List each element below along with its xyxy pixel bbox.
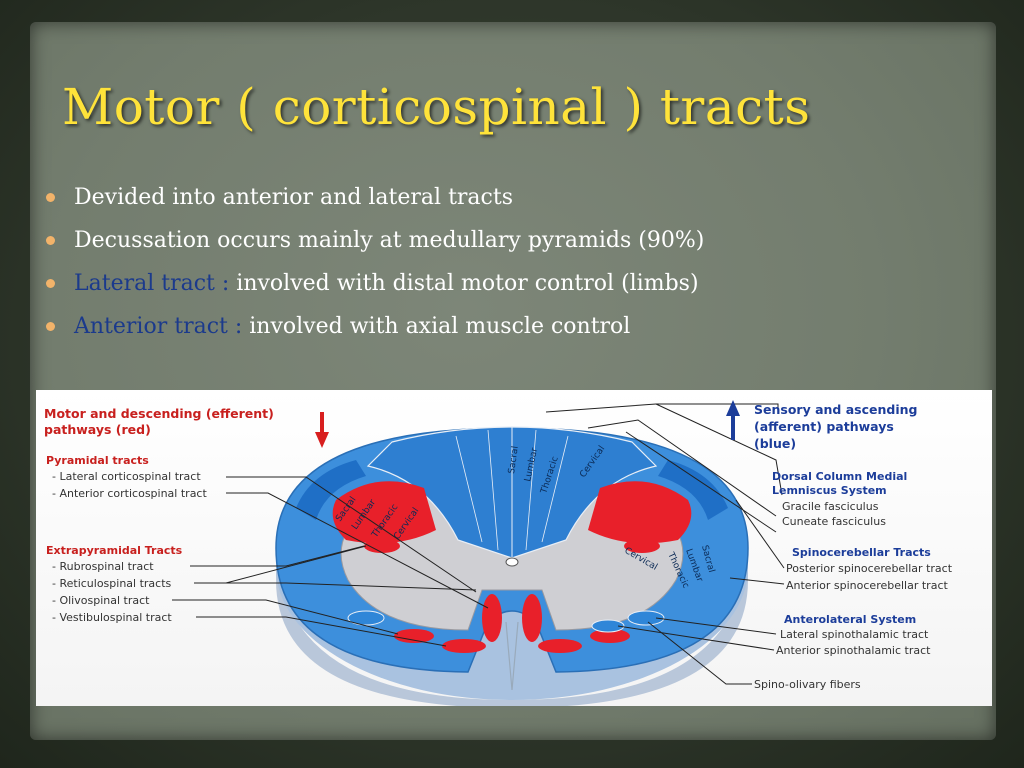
anterior-median-fissure (505, 621, 519, 691)
blue-up-arrow-icon (726, 400, 740, 440)
bullet-item: Decussation occurs mainly at medullary p… (46, 219, 704, 262)
anterolateral-heading: Anterolateral System (784, 613, 916, 626)
spinal-cord-figure: Sacral Lumbar Thoracic Cervical Sacral L… (36, 390, 992, 708)
dorsal-divider (487, 429, 499, 551)
spinocerebellar-heading: Spinocerebellar Tracts (792, 546, 931, 559)
pyramidal-item: - Lateral corticospinal tract (52, 470, 201, 483)
spinocerebellar-item: Anterior spinocerebellar tract (786, 579, 948, 592)
down-arrow-head (315, 432, 329, 448)
bullet-list: Devided into anterior and lateral tracts… (46, 176, 704, 348)
dorsal-column-heading-line2: Lemniscus System (772, 484, 887, 497)
vestibulospinal-tract-right (538, 639, 582, 653)
leader-line (172, 599, 399, 635)
anterior-spinothalamic-tract (591, 619, 625, 633)
anterior-corticospinal-tract-right (522, 594, 542, 642)
up-arrow-shaft (731, 416, 735, 440)
anterolateral-item: Anterior spinothalamic tract (776, 644, 931, 657)
spinal-cord-diagram: Sacral Lumbar Thoracic Cervical Sacral L… (36, 390, 992, 708)
pyramidal-item: - Anterior corticospinal tract (52, 487, 207, 500)
motor-heading-line2: pathways (red) (44, 422, 151, 437)
motor-labels: Motor and descending (efferent) pathways… (44, 406, 329, 624)
anterolateral-item: Lateral spinothalamic tract (780, 628, 929, 641)
central-canal (505, 557, 519, 567)
dorsal-column-heading-line1: Dorsal Column Medial (772, 470, 907, 483)
leader-line (647, 621, 752, 685)
bullet-highlight: Anterior tract : (74, 314, 243, 339)
olivospinal-tract-right (590, 629, 630, 643)
lateral-spinothalamic-tract-left (347, 610, 385, 626)
leader-line (655, 403, 783, 496)
dorsal-divider (525, 429, 537, 551)
leader-line (226, 492, 489, 609)
leader-line (587, 419, 777, 517)
bullet-item: Lateral tract : involved with distal mot… (46, 262, 704, 305)
lateral-corticospinal-tract-right (588, 481, 692, 544)
lateral-corticospinal-tract-left (332, 481, 436, 544)
leader-line (545, 403, 779, 413)
bullet-text: Decussation occurs mainly at medullary p… (74, 228, 705, 253)
bullet-highlight: Lateral tract : (74, 271, 230, 296)
rubrospinal-tract-right (624, 539, 660, 553)
slide-title: Motor ( corticospinal ) tracts (62, 78, 811, 136)
leader-line (729, 577, 785, 585)
extrapyramidal-item: - Rubrospinal tract (52, 560, 154, 573)
bullet-item: Anterior tract : involved with axial mus… (46, 305, 704, 348)
dorsal-divider (541, 435, 569, 543)
up-arrow-head (726, 400, 740, 416)
bullet-text: Devided into anterior and lateral tracts (74, 185, 514, 210)
sensory-heading-line1: Sensory and ascending (754, 402, 917, 417)
spinocerebellar-item: Posterior spinocerebellar tract (786, 562, 953, 575)
dorsal-column-item: Gracile fasciculus (782, 500, 879, 513)
bullet-text: involved with axial muscle control (242, 314, 631, 339)
olivospinal-tract-left (394, 629, 434, 643)
down-arrow-shaft (320, 412, 324, 432)
spinal-cord-cross-section: Sacral Lumbar Thoracic Cervical Sacral L… (275, 426, 749, 708)
bullet-dot-icon (46, 236, 55, 245)
sensory-heading-line2: (afferent) pathways (754, 419, 894, 434)
leader-line (226, 476, 477, 593)
leader-line (655, 617, 777, 635)
rubrospinal-tract-left (364, 539, 400, 553)
extrapyramidal-item: - Vestibulospinal tract (52, 611, 172, 624)
bullet-item: Devided into anterior and lateral tracts (46, 176, 704, 219)
lateral-spinothalamic-tract-right (627, 610, 665, 626)
motor-heading-line1: Motor and descending (efferent) (44, 406, 274, 421)
pyramidal-heading: Pyramidal tracts (46, 454, 149, 467)
bullet-text: involved with distal motor control (limb… (229, 271, 699, 296)
dorsal-column-item: Cuneate fasciculus (782, 515, 886, 528)
posterior-spinocerebellar-tract-right (658, 460, 728, 520)
anterior-corticospinal-tract-left (482, 594, 502, 642)
sensory-labels: Sensory and ascending (afferent) pathway… (726, 400, 953, 691)
bullet-dot-icon (46, 279, 55, 288)
leader-line (196, 616, 447, 647)
leader-line (625, 431, 777, 533)
leader-line (735, 499, 785, 569)
extrapyramidal-item: - Reticulospinal tracts (52, 577, 172, 590)
leader-line (190, 545, 365, 567)
extrapyramidal-item: - Olivospinal tract (52, 594, 150, 607)
leader-line (194, 582, 477, 591)
leader-line (617, 625, 775, 651)
bullet-dot-icon (46, 322, 55, 331)
extrapyramidal-heading: Extrapyramidal Tracts (46, 544, 183, 557)
vestibulospinal-tract-left (442, 639, 486, 653)
leader-lines (172, 403, 785, 685)
bullet-dot-icon (46, 193, 55, 202)
spino-olivary-label: Spino-olivary fibers (754, 678, 861, 691)
red-down-arrow-icon (315, 412, 329, 448)
sensory-heading-line3: (blue) (754, 436, 796, 451)
posterior-spinocerebellar-tract-left (296, 460, 366, 520)
dorsal-divider (455, 435, 483, 543)
dorsal-label-sacral: Sacral (507, 445, 521, 474)
